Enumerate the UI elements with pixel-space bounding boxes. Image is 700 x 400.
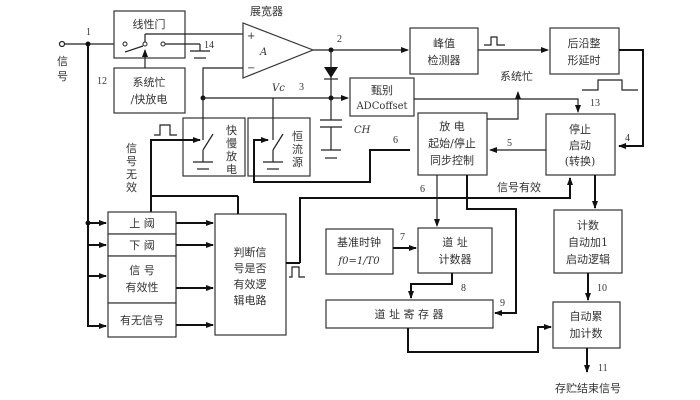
fast-slow-label-1: 快 (226, 124, 237, 137)
signal-valid-label: 信号有效 (497, 180, 541, 194)
trailing-edge-delay-block (549, 27, 620, 75)
discharge-switch-icon (193, 133, 214, 170)
store-end-signal-label: 存贮结束信号 (555, 381, 621, 395)
peak-detector-label-2: 检测器 (428, 53, 461, 67)
signal-input-label-2: 号 (57, 70, 68, 83)
stop-start-label-3: (转换) (565, 154, 596, 168)
upper-threshold-label: 上 阈 (129, 216, 155, 230)
judge-logic-label-3: 有效逻 (234, 277, 267, 291)
count-logic-label-2: 自动加1 (568, 236, 608, 249)
stop-start-label-1: 停止 (569, 122, 591, 136)
amp-minus-sign: − (247, 63, 255, 74)
diode-icon (324, 50, 338, 98)
node-number-8: 8 (461, 283, 466, 294)
ref-clock-label-1: 基准时钟 (337, 235, 381, 249)
pulse-icon (154, 124, 177, 136)
signal-presence-block (107, 302, 177, 338)
trailing-edge-label-2: 形延时 (568, 54, 601, 67)
channel-register-label: 道 址 寄 存 器 (375, 307, 444, 321)
gate-switch-icon (122, 33, 240, 53)
system-busy-discharge-block (113, 67, 186, 114)
count-logic-label-3: 启动逻辑 (566, 252, 610, 266)
reference-clock-block (325, 228, 394, 275)
stop-start-label-2: 启动 (569, 139, 591, 152)
node-number-7: 7 (400, 232, 405, 243)
peak-detector-label-1: 峰值 (433, 37, 455, 50)
fast-slow-discharge-block (182, 117, 246, 177)
count-logic-label-1: 计数 (577, 219, 599, 232)
amp-label: A (259, 47, 267, 58)
accumulator-label-2: 加计数 (570, 327, 603, 340)
signal-validity-label-1: 信 号 (129, 264, 155, 277)
ref-clock-label-2: f0=1/T0 (337, 256, 380, 267)
busy-discharge-label-1: 系统忙 (133, 75, 166, 89)
discharge-sync-label-3: 同步控制 (430, 153, 474, 167)
node-number-3: 3 (299, 82, 304, 93)
channel-counter-label-1: 道 址 (442, 235, 468, 249)
channel-counter-label-2: 计数器 (439, 253, 472, 266)
signal-judge-logic-block (214, 213, 287, 336)
adc-offset-label-1: 甄别 (371, 84, 393, 97)
capacitor-icon (320, 98, 342, 159)
judge-logic-label-1: 判断信 (234, 245, 267, 259)
node-number-13: 13 (590, 98, 600, 109)
fast-slow-label-4: 电 (226, 163, 237, 176)
ch-label: CH (354, 125, 371, 136)
node-number-2: 2 (337, 34, 342, 45)
node-number-6a: 6 (393, 135, 398, 146)
constant-current-source-block (247, 117, 311, 177)
stop-start-conversion-block (545, 113, 616, 176)
channel-address-counter-block (417, 227, 493, 274)
const-current-label-2: 流 (292, 142, 303, 156)
signal-input-label-1: 信 (57, 55, 68, 68)
node-number-12: 12 (97, 76, 107, 87)
signal-invalid-label-4: 效 (126, 180, 137, 194)
adc-offset-block (349, 77, 415, 117)
discharge-sync-label-1: 放 电 (439, 119, 465, 133)
signal-validity-label-2: 有效性 (126, 280, 159, 294)
stretcher-amplifier-icon (242, 22, 315, 79)
const-current-label-1: 恒 (292, 130, 303, 143)
judge-logic-label-4: 辑电路 (234, 293, 267, 307)
node-number-9: 9 (500, 298, 505, 309)
signal-invalid-label-3: 无 (126, 168, 137, 181)
system-busy-label: 系统忙 (500, 69, 533, 83)
peak-detector-block (409, 27, 479, 75)
signal-invalid-label-1: 信 (126, 142, 137, 155)
trailing-edge-label-1: 后沿整 (568, 36, 601, 50)
auto-accumulate-counter-block (552, 301, 621, 349)
node-number-10: 10 (597, 283, 607, 294)
const-current-label-3: 源 (292, 155, 303, 169)
discharge-sync-label-2: 起始/停止 (428, 136, 476, 150)
stretcher-label: 展宽器 (250, 4, 283, 18)
channel-address-register-block (325, 299, 494, 329)
judge-logic-label-2: 号是否 (234, 262, 267, 275)
signal-presence-label: 有无信号 (120, 313, 164, 327)
accumulator-label-1: 自动累 (570, 310, 603, 323)
node-number-4: 4 (625, 133, 630, 144)
busy-discharge-label-2: /快放电 (131, 92, 168, 106)
vc-label: Vc (272, 83, 285, 94)
node-number-5: 5 (507, 138, 512, 149)
node-number-11: 11 (598, 363, 608, 374)
lower-threshold-label: 下 阈 (129, 238, 155, 252)
signal-invalid-label-2: 号 (126, 155, 137, 168)
pulse-icon (484, 36, 505, 46)
current-switch-icon (263, 133, 284, 170)
linear-gate-label: 线性门 (133, 17, 166, 31)
node-number-6b: 6 (420, 184, 425, 195)
pulse-icon (582, 79, 638, 91)
fast-slow-label-3: 放 (226, 149, 237, 163)
amp-plus-sign: + (247, 31, 255, 42)
discharge-sync-control-block (417, 112, 488, 176)
node-number-1: 1 (86, 27, 91, 38)
fast-slow-label-2: 慢 (226, 137, 237, 150)
node-number-14: 14 (204, 40, 214, 51)
pulse-icon (289, 266, 305, 278)
adc-offset-label-2: ADCoffset (355, 101, 407, 112)
